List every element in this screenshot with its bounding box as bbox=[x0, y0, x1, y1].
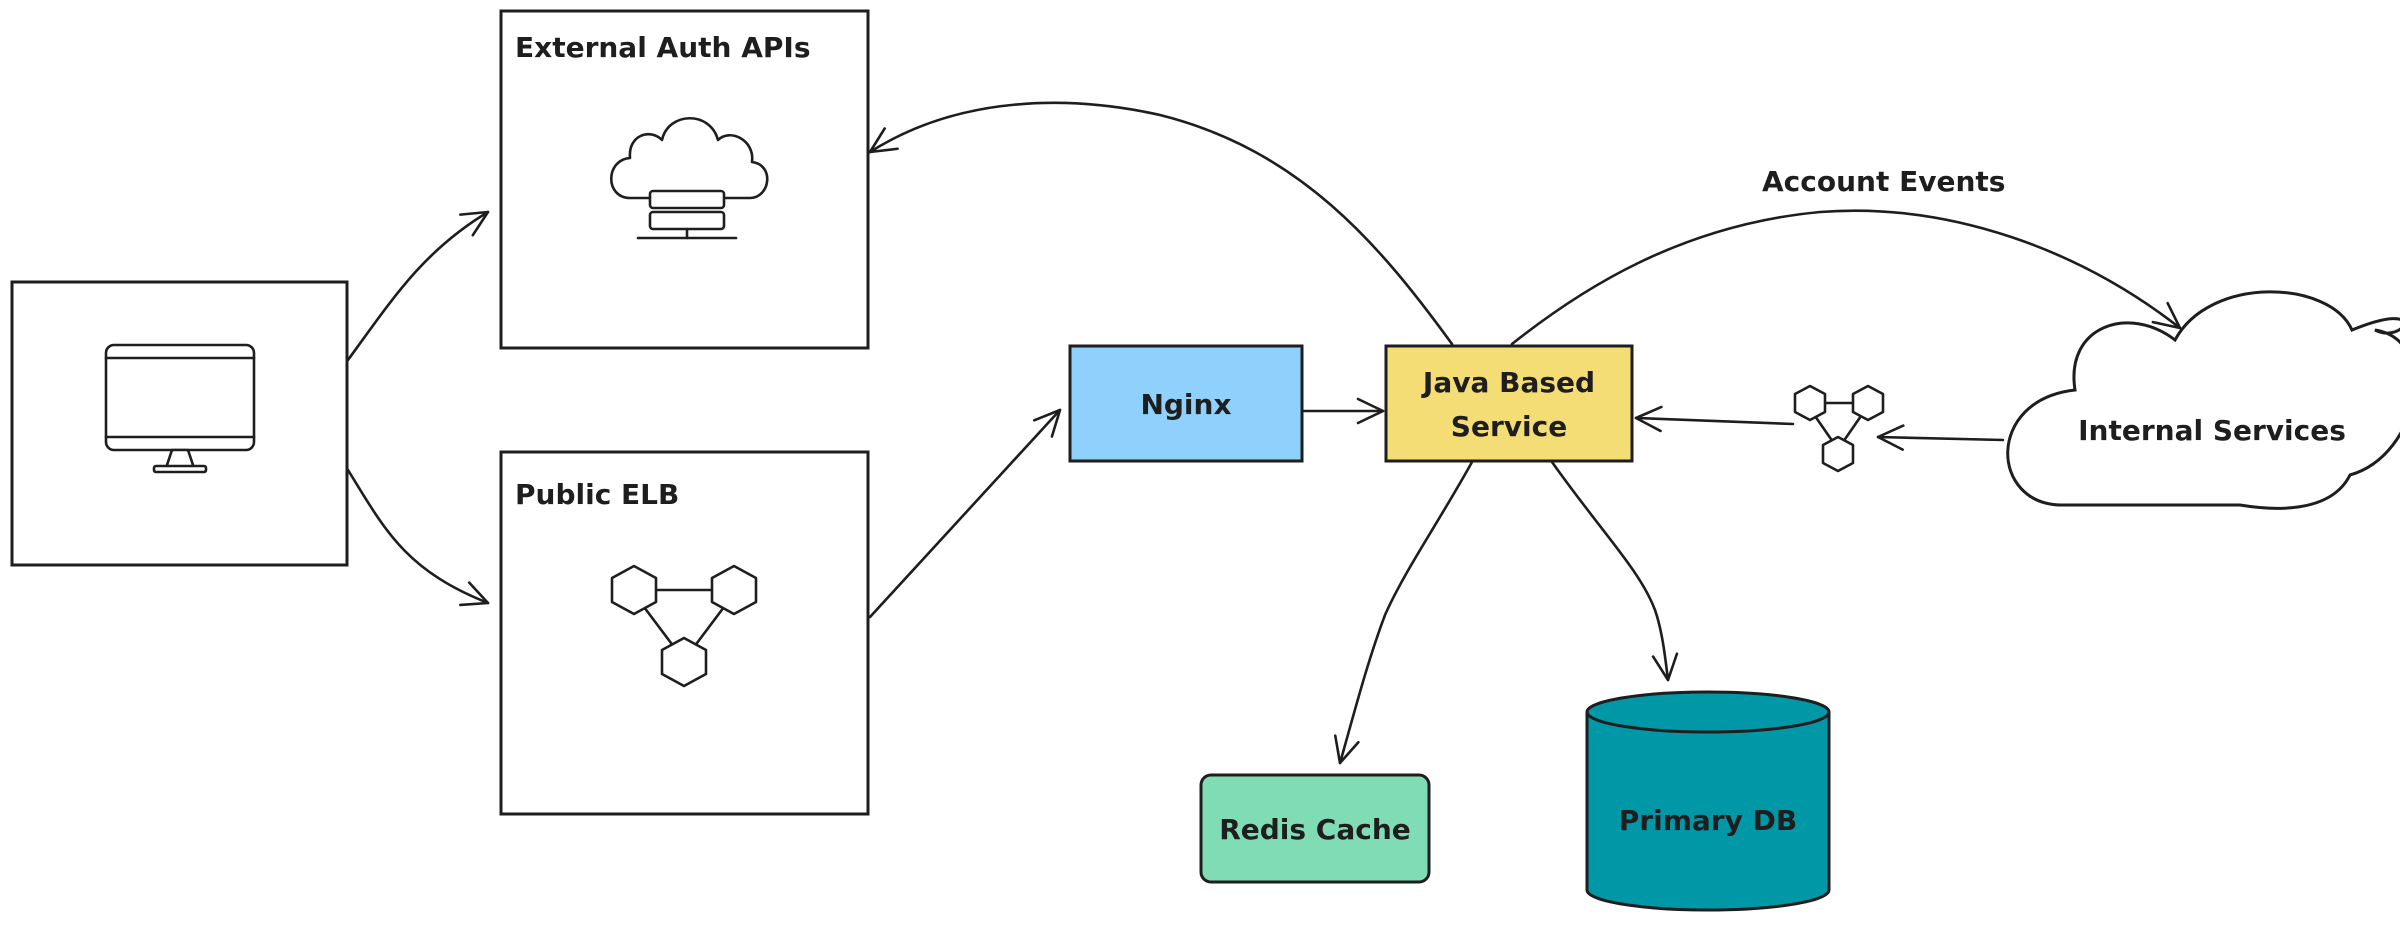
external-auth-label: External Auth APIs bbox=[515, 31, 811, 64]
edge-client-to-auth bbox=[346, 210, 490, 362]
client-node[interactable] bbox=[10, 280, 349, 567]
external-auth-node[interactable]: External Auth APIs bbox=[499, 9, 870, 350]
public-elb-label: Public ELB bbox=[515, 478, 679, 511]
desktop-monitor-icon bbox=[104, 343, 256, 474]
public-elb-node[interactable]: Public ELB bbox=[499, 450, 870, 816]
load-balancer-hexagon-icon bbox=[610, 564, 758, 688]
primary-db-node[interactable]: Primary DB bbox=[1585, 690, 1831, 912]
cloud-shape bbox=[2006, 290, 2400, 510]
primary-db-label: Primary DB bbox=[1619, 804, 1797, 837]
edge-label-account-events: Account Events bbox=[1762, 165, 2005, 198]
edge-java-to-redis bbox=[1333, 460, 1474, 765]
nginx-label: Nginx bbox=[1140, 388, 1231, 421]
nginx-node[interactable]: Nginx bbox=[1068, 344, 1304, 463]
edge-elb-to-nginx bbox=[868, 408, 1062, 619]
internal-services-label: Internal Services bbox=[2078, 414, 2346, 447]
edge-client-to-elb bbox=[346, 468, 490, 607]
edge-java-to-db bbox=[1550, 460, 1679, 682]
edges bbox=[346, 101, 2182, 765]
edge-java-to-internal bbox=[1510, 209, 2182, 346]
edge-queue-to-java bbox=[1634, 405, 1795, 433]
java-service-box bbox=[1384, 344, 1634, 463]
edge-java-to-auth bbox=[868, 101, 1454, 346]
nginx-box bbox=[1068, 344, 1304, 463]
hexagon-cluster-icon bbox=[1793, 384, 1885, 473]
internal-services-node[interactable]: Internal Services bbox=[2006, 290, 2400, 510]
db-cylinder-body bbox=[1585, 712, 1831, 912]
cloud-server-icon bbox=[609, 117, 769, 240]
java-service-node[interactable]: Java Based Service bbox=[1384, 344, 1634, 463]
redis-label: Redis Cache bbox=[1219, 813, 1411, 846]
redis-cache-node[interactable]: Redis Cache bbox=[1199, 773, 1431, 884]
java-service-label-line2: Service bbox=[1451, 410, 1567, 443]
db-cylinder-top bbox=[1585, 690, 1831, 734]
edge-internal-to-queue bbox=[1876, 424, 2005, 451]
java-service-label-line1: Java Based bbox=[1421, 366, 1595, 399]
redis-box bbox=[1199, 773, 1431, 884]
